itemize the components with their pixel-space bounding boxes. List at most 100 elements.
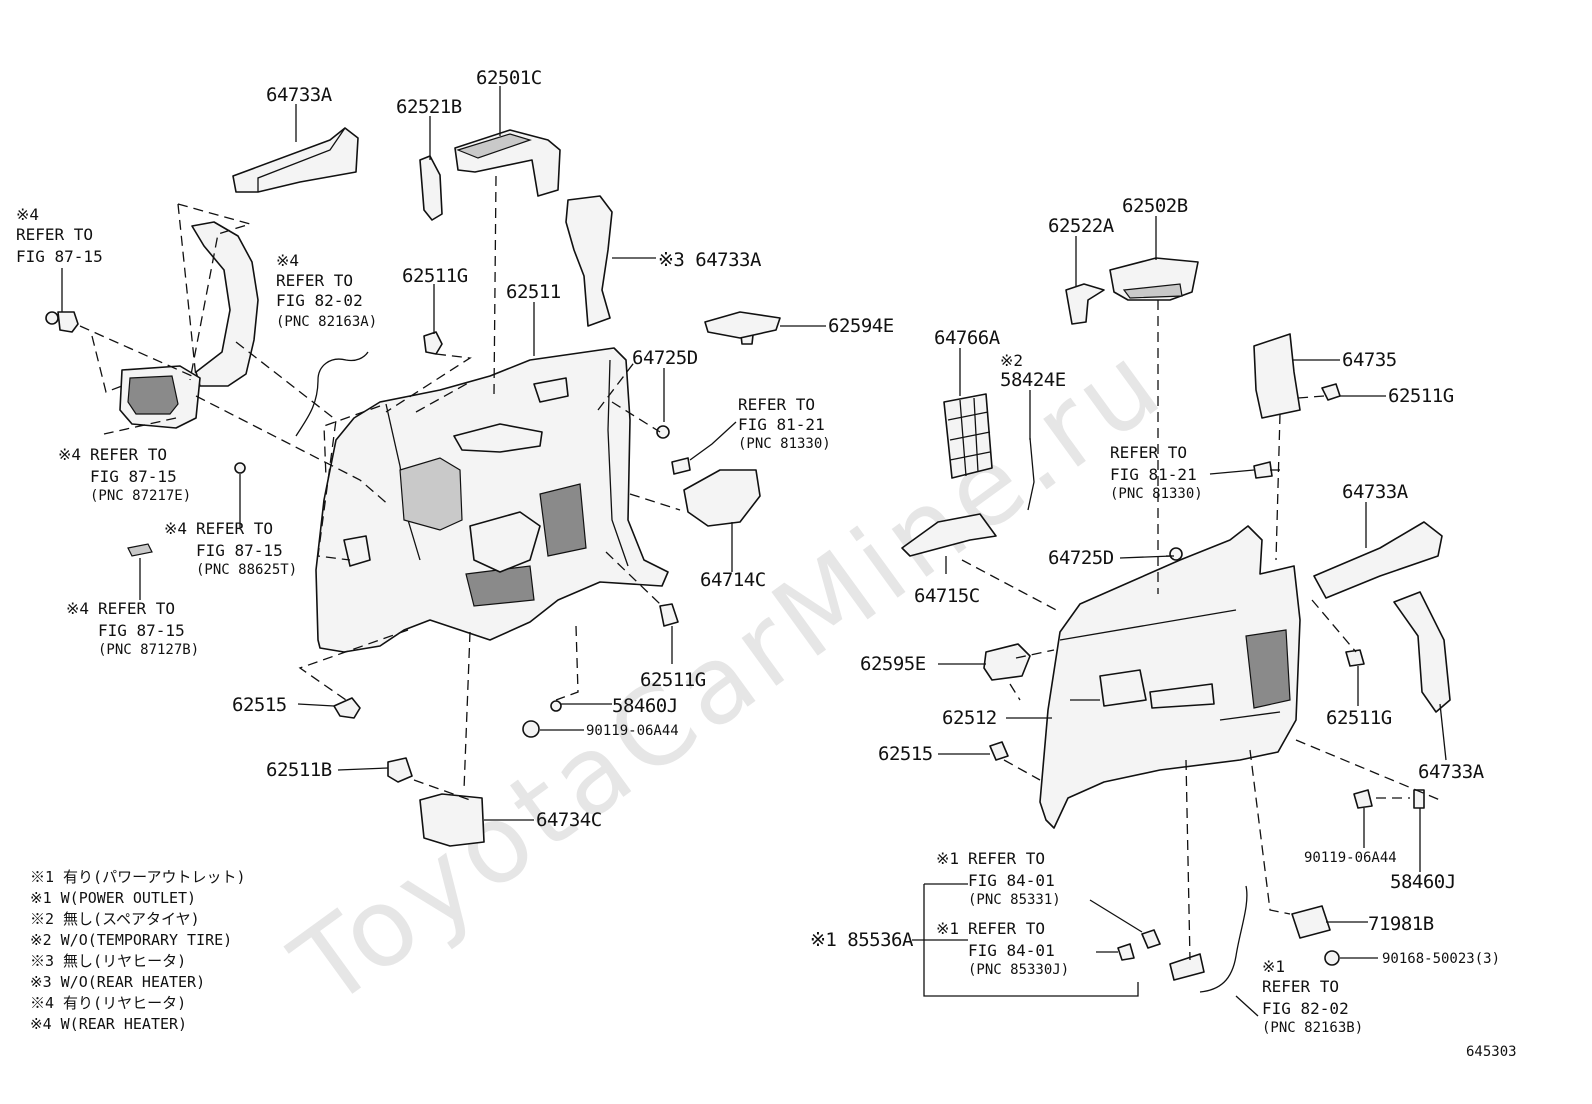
label-62515-a[interactable]: 62515	[232, 694, 287, 716]
ref-callouts: ※4 REFER TO FIG 87-15 ※4 REFER TO FIG 82…	[16, 205, 1363, 1036]
svg-text:(PNC 87127B): (PNC 87127B)	[98, 642, 199, 658]
svg-text:(PNC 88625T): (PNC 88625T)	[196, 562, 297, 578]
label-62515-b[interactable]: 62515	[878, 743, 933, 765]
part-62502B-shape	[1109, 257, 1199, 301]
label-71981B[interactable]: 71981B	[1368, 913, 1434, 935]
label-62521B[interactable]: 62521B	[396, 96, 462, 118]
label-64733A-top[interactable]: 64733A	[266, 84, 333, 106]
part-58424E-shape	[1027, 437, 1035, 511]
svg-text:REFER TO[interactable]: REFER TO	[90, 445, 167, 464]
label-58424E-note: ※2	[1000, 351, 1023, 370]
figure-id: 645303	[1466, 1044, 1517, 1060]
ref-81-21-a: REFER TO FIG 81-21 (PNC 81330)	[738, 395, 831, 452]
svg-text:REFER TO[interactable]: REFER TO	[738, 395, 815, 414]
svg-text:REFER TO[interactable]: REFER TO	[1262, 977, 1339, 996]
legend: ※1 有り(パワーアウトレット) ※1 W(POWER OUTLET) ※2 無…	[30, 868, 246, 1033]
svg-text:FIG 82-02[interactable]: FIG 82-02	[276, 291, 363, 310]
label-62522A[interactable]: 62522A	[1048, 215, 1115, 237]
ref-82-02-a: ※4 REFER TO FIG 82-02 (PNC 82163A)	[276, 251, 377, 330]
part-64733A-mid-shape	[565, 195, 613, 327]
svg-text:REFER TO[interactable]: REFER TO	[276, 271, 353, 290]
svg-text:(PNC 85331): (PNC 85331)	[968, 892, 1061, 908]
part-62501C-shape	[454, 129, 561, 197]
legend-line: ※2 無し(スペアタイヤ)	[30, 910, 200, 928]
guide-lines-right	[961, 300, 1441, 961]
svg-text:FIG 87-15[interactable]: FIG 87-15	[16, 247, 103, 266]
part-62512-panel	[1039, 525, 1301, 829]
label-62595E[interactable]: 62595E	[860, 653, 926, 675]
label-90119-a[interactable]: 90119-06A44	[586, 723, 679, 739]
ref-81-21-b: REFER TO FIG 81-21 (PNC 81330)	[1110, 443, 1203, 502]
part-64733A-top-shape	[232, 127, 359, 193]
label-64725D-b[interactable]: 64725D	[1048, 547, 1114, 569]
label-64734C[interactable]: 64734C	[536, 809, 602, 831]
label-64733A-r2[interactable]: 64733A	[1418, 761, 1485, 783]
part-64714C-shape	[683, 469, 761, 527]
label-90168[interactable]: 90168-50023(3)	[1382, 951, 1500, 967]
clip-64725D-a-shape	[656, 425, 670, 439]
label-58460J-a[interactable]: 58460J	[612, 695, 678, 717]
part-62522A-shape	[1065, 283, 1105, 325]
legend-line: ※4 W(REAR HEATER)	[30, 1015, 187, 1033]
legend-line: ※3 無し(リヤヒータ)	[30, 952, 186, 970]
label-64714C[interactable]: 64714C	[700, 569, 766, 591]
label-62511G-d[interactable]: 62511G	[1326, 707, 1392, 729]
label-64735[interactable]: 64735	[1342, 349, 1397, 371]
part-62594E-shape	[704, 311, 781, 339]
part-62511-panel	[315, 347, 669, 653]
label-62594E[interactable]: 62594E	[828, 315, 894, 337]
label-62511G-b[interactable]: 62511G	[640, 669, 706, 691]
svg-text:FIG 84-01[interactable]: FIG 84-01	[968, 871, 1055, 890]
svg-text:(PNC 85330J): (PNC 85330J)	[968, 962, 1069, 978]
label-64733A-r1[interactable]: 64733A	[1342, 481, 1409, 503]
ref-87-15-b: ※4 REFER TO FIG 87-15 (PNC 87217E)	[58, 445, 191, 504]
svg-text:※4: ※4	[16, 205, 39, 224]
label-64715C[interactable]: 64715C	[914, 585, 980, 607]
svg-text:REFER TO[interactable]: REFER TO	[968, 849, 1045, 868]
svg-text:REFER TO[interactable]: REFER TO	[196, 519, 273, 538]
svg-text:REFER TO[interactable]: REFER TO	[16, 225, 93, 244]
svg-text:※1: ※1	[936, 849, 959, 868]
svg-text:FIG 81-21[interactable]: FIG 81-21	[1110, 465, 1197, 484]
label-90119-b[interactable]: 90119-06A44	[1304, 850, 1397, 866]
svg-text:FIG 84-01[interactable]: FIG 84-01	[968, 941, 1055, 960]
svg-text:(PNC 82163A): (PNC 82163A)	[276, 314, 377, 330]
part-62595E-shape	[983, 643, 1031, 681]
label-58460J-b[interactable]: 58460J	[1390, 871, 1456, 893]
svg-text:FIG 87-15[interactable]: FIG 87-15	[98, 621, 185, 640]
svg-text:FIG 82-02[interactable]: FIG 82-02	[1262, 999, 1349, 1018]
part-64766A-shape	[943, 393, 993, 479]
legend-line: ※3 W/O(REAR HEATER)	[30, 973, 205, 991]
svg-text:REFER TO[interactable]: REFER TO	[98, 599, 175, 618]
ref-84-01-a: ※1 REFER TO FIG 84-01 (PNC 85331)	[936, 849, 1061, 908]
label-64725D-a[interactable]: 64725D	[632, 347, 698, 369]
wire-82163A	[295, 351, 369, 437]
label-85536A[interactable]: ※1 85536A	[810, 929, 914, 951]
part-64735-shape	[1253, 333, 1301, 419]
label-64733A-mid[interactable]: ※3 64733A	[658, 249, 762, 271]
ref-87-15-d: ※4 REFER TO FIG 87-15 (PNC 87127B)	[66, 599, 199, 658]
label-58424E[interactable]: 58424E	[1000, 369, 1066, 391]
wire-82163B	[1199, 885, 1248, 993]
part-64733A-r1-shape	[1313, 521, 1443, 599]
label-62502B[interactable]: 62502B	[1122, 195, 1188, 217]
label-62512[interactable]: 62512	[942, 707, 997, 729]
part-64715C-shape	[901, 513, 997, 557]
label-64766A[interactable]: 64766A	[934, 327, 1001, 349]
label-62511G-a[interactable]: 62511G	[402, 265, 468, 287]
svg-text:FIG 87-15[interactable]: FIG 87-15	[196, 541, 283, 560]
label-62511[interactable]: 62511	[506, 281, 561, 303]
label-62511B[interactable]: 62511B	[266, 759, 332, 781]
svg-text:(PNC 82163B): (PNC 82163B)	[1262, 1020, 1363, 1036]
svg-text:REFER TO[interactable]: REFER TO	[1110, 443, 1187, 462]
label-62511G-c[interactable]: 62511G	[1388, 385, 1454, 407]
svg-text:※1: ※1	[1262, 957, 1285, 976]
svg-text:REFER TO[interactable]: REFER TO	[968, 919, 1045, 938]
svg-text:※4: ※4	[276, 251, 299, 270]
svg-text:※1: ※1	[936, 919, 959, 938]
svg-text:FIG 87-15[interactable]: FIG 87-15	[90, 467, 177, 486]
svg-text:FIG 81-21[interactable]: FIG 81-21	[738, 415, 825, 434]
label-62501C[interactable]: 62501C	[476, 67, 542, 89]
